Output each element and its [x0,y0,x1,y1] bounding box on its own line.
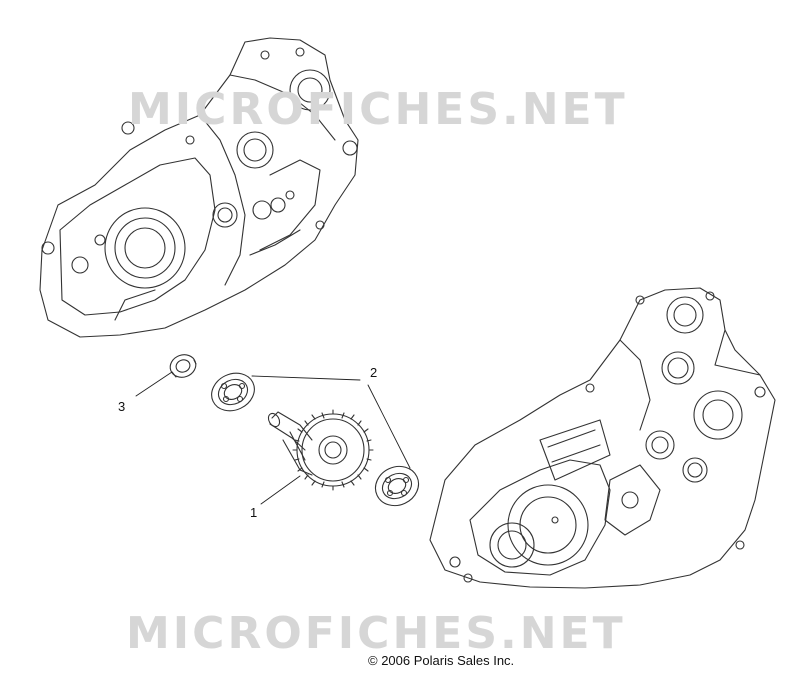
callout-number-2: 2 [370,365,378,380]
callout-number-1: 1 [250,505,258,520]
gear-shaft-part-1 [267,409,374,491]
watermark-bottom: MICROFICHES.NET [126,608,626,659]
crankcase-left-half [39,37,359,338]
bearing-part-3 [169,354,197,378]
leader-lines [135,371,411,505]
callout-number-3: 3 [118,399,126,414]
crankcase-right-half [429,287,776,589]
ball-bearing-upper-part-2 [211,372,255,412]
watermark-top: MICROFICHES.NET [128,84,628,135]
ball-bearing-lower-part-2 [374,465,420,507]
copyright-notice: © 2006 Polaris Sales Inc. [368,653,515,668]
